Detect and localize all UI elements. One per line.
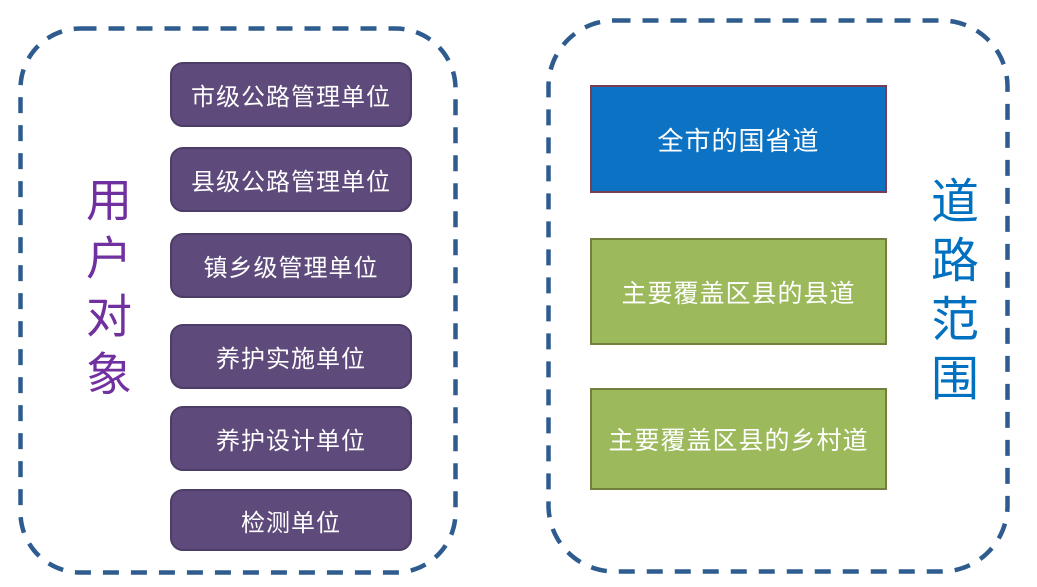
user-objects-dashed-border: [18, 26, 458, 575]
user-object-box-township-unit: 镇乡级管理单位: [170, 233, 412, 298]
road-box-national-provincial-roads: 全市的国省道: [590, 85, 887, 193]
user-object-box-inspection-unit: 检测单位: [170, 489, 412, 551]
user-object-box-maintenance-design-unit: 养护设计单位: [170, 406, 412, 471]
road-box-rural-roads: 主要覆盖区县的乡村道: [590, 388, 887, 490]
road-box-county-roads: 主要覆盖区县的县道: [590, 238, 887, 345]
user-objects-title: 用户对象: [80, 176, 131, 408]
road-scope-group: 全市的国省道 主要覆盖区县的县道 主要覆盖区县的乡村道 道路范围: [546, 18, 1010, 575]
road-scope-title: 道路范围: [923, 176, 976, 412]
user-object-box-city-highway-unit: 市级公路管理单位: [170, 62, 412, 127]
user-object-box-maintenance-implementation-unit: 养护实施单位: [170, 324, 412, 389]
user-objects-group: 用户对象 市级公路管理单位 县级公路管理单位 镇乡级管理单位 养护实施单位 养护…: [18, 26, 458, 575]
dashed-border-rect: [18, 26, 458, 575]
user-object-box-county-highway-unit: 县级公路管理单位: [170, 147, 412, 212]
